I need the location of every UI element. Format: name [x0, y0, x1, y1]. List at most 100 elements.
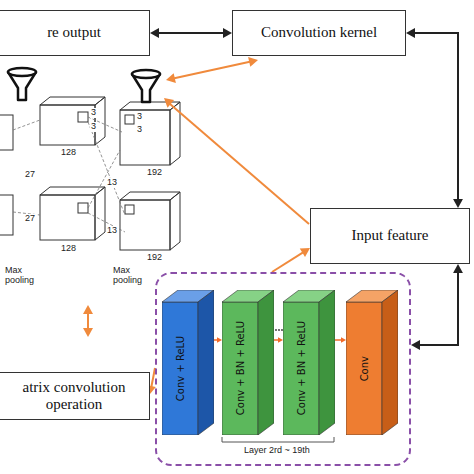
- arrowhead: [341, 337, 346, 343]
- feature-map-top: [40, 97, 105, 105]
- connector: [150, 28, 232, 38]
- connector-line: [417, 270, 458, 345]
- projection-line: [88, 117, 122, 132]
- arrowhead: [217, 337, 222, 343]
- layer-prism: [222, 290, 274, 435]
- orange-arrows: [83, 57, 309, 337]
- prism-front: [283, 302, 319, 435]
- arrowhead: [166, 73, 176, 83]
- pooling-label: Max pooling: [112, 266, 154, 286]
- connector-line: [156, 32, 225, 34]
- conv-relu-layer: Conv + ReLU: [162, 290, 214, 435]
- layer-name: Conv + ReLU: [175, 336, 186, 401]
- kernel-box: Convolution kernel: [232, 10, 406, 56]
- arrowhead: [248, 57, 258, 67]
- kernel-cube: [125, 205, 134, 214]
- layer-bracket: [222, 437, 334, 442]
- layer-text-holder: Conv + ReLU: [162, 302, 198, 435]
- kernel-cube: [78, 112, 88, 122]
- dimension-number: 192: [146, 253, 163, 263]
- arrowhead: [300, 248, 310, 257]
- funnel-icons: [8, 68, 160, 102]
- dimension-number: 3: [136, 112, 143, 122]
- input-box: Input feature: [310, 208, 470, 264]
- feature-map: [120, 110, 170, 165]
- dimension-number: 128: [60, 148, 77, 158]
- prism-side: [382, 290, 398, 435]
- pooling-label: Max pooling: [4, 266, 46, 286]
- prism-front: [346, 302, 382, 435]
- layer-text-holder: Conv + BN + ReLU: [283, 302, 319, 435]
- projection-line: [88, 122, 125, 215]
- kernel-cube: [78, 203, 88, 213]
- conv-bn-relu-layer: Conv + BN + ReLU: [222, 290, 274, 435]
- arrowhead: [83, 328, 93, 337]
- arrowhead: [411, 340, 420, 350]
- dot: [278, 329, 280, 331]
- prism-side: [258, 290, 274, 435]
- arrowhead: [164, 98, 174, 108]
- dimension-number: 13: [106, 178, 118, 188]
- dimension-number: 27: [24, 170, 36, 180]
- prism-front: [162, 302, 198, 435]
- layer-name: Conv: [359, 356, 370, 381]
- feature-map-side: [170, 192, 180, 250]
- dot: [281, 329, 283, 331]
- feature-map-side: [95, 187, 105, 240]
- dimension-number: 3: [90, 122, 97, 132]
- dimension-number: 128: [60, 244, 77, 254]
- layer-text-holder: Conv: [346, 302, 382, 435]
- kernel-cube: [125, 115, 134, 124]
- box-label: atrix convolution operation: [5, 379, 143, 414]
- network-region: Layer 2rd ~ 19th Conv + ReLU Conv + BN + R…: [155, 272, 411, 466]
- prism-side: [319, 290, 335, 435]
- projection-line: [13, 120, 40, 130]
- connector: [274, 337, 283, 343]
- connector: [335, 337, 346, 343]
- box-label: Input feature: [351, 227, 428, 244]
- network-sketch: [0, 97, 180, 250]
- connector: [406, 28, 463, 208]
- layer-name: Conv + BN + ReLU: [296, 321, 307, 415]
- dimension-number: 3: [136, 125, 143, 135]
- connector: [214, 337, 222, 343]
- layer-range-label: Layer 2rd ~ 19th: [243, 446, 311, 456]
- dimension-number: 27: [24, 214, 36, 224]
- funnel-rim: [132, 70, 160, 78]
- projection-lines: [13, 117, 125, 232]
- layer-text-holder: Conv + BN + ReLU: [222, 302, 258, 435]
- dimension-number: 3: [90, 108, 97, 118]
- arrowhead: [83, 305, 93, 314]
- arrowhead: [278, 337, 283, 343]
- feature-map-top: [40, 187, 105, 195]
- arrowhead: [223, 28, 232, 38]
- feature-map: [40, 105, 95, 145]
- dot: [275, 329, 277, 331]
- layer-prism: [162, 290, 214, 435]
- feature-map-side: [95, 97, 105, 145]
- conv-bn-relu-layer: Conv + BN + ReLU: [283, 290, 335, 435]
- orange-arrow-line: [172, 62, 251, 79]
- conv-layer: Conv: [346, 290, 398, 435]
- connector-line: [272, 251, 305, 272]
- prism-side: [198, 290, 214, 435]
- box-label: Convolution kernel: [261, 24, 377, 41]
- layer-name: Conv + BN + ReLU: [235, 321, 246, 415]
- arrowhead: [406, 28, 415, 38]
- orange-arrow-line: [87, 312, 89, 330]
- box-label: re output: [47, 24, 101, 41]
- funnel-rim: [8, 68, 36, 76]
- connector-line: [412, 33, 458, 202]
- arrowhead: [150, 28, 159, 38]
- connector: [411, 264, 463, 350]
- arrowhead: [453, 199, 463, 208]
- operation-box: atrix convolution operation: [0, 372, 150, 420]
- orange-arrow-line: [170, 104, 309, 224]
- projection-line: [88, 150, 120, 208]
- feature-map: [0, 195, 13, 235]
- connector: [272, 248, 310, 272]
- arrowhead: [453, 264, 463, 273]
- output-box: re output: [0, 10, 150, 56]
- dimension-number: 13: [106, 226, 118, 236]
